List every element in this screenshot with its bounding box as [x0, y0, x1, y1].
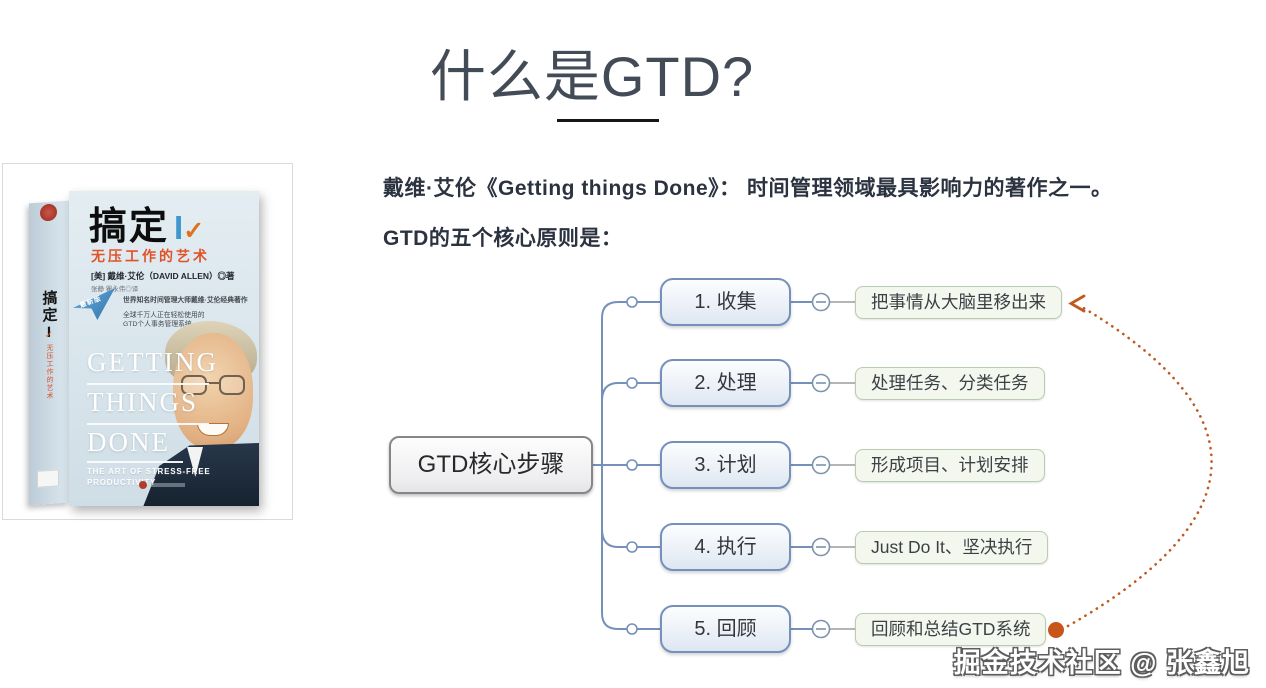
collapse-minus-icons[interactable] [811, 292, 831, 639]
publisher-stamp-icon [40, 203, 57, 222]
loop-start-dot-icon [1048, 622, 1064, 638]
check-icon: ✓ [183, 217, 205, 245]
glasses-icon [181, 375, 245, 397]
english-title-rule [87, 383, 209, 385]
book-volume: I [174, 209, 184, 246]
book-title: 搞定 [89, 206, 170, 248]
book-subtitle: 无压工作的艺术 [91, 248, 210, 264]
mindmap-step-node-4[interactable]: 4. 执行 [660, 523, 791, 571]
english-title-line-1: GETTING [87, 347, 218, 377]
book-author: [美] 戴维·艾伦（DAVID ALLEN）◎著 [91, 271, 235, 281]
mindmap-step-node-2[interactable]: 2. 处理 [660, 359, 791, 407]
book-tagline-1: 世界知名时间管理大师戴维·艾伦经典著作 [123, 297, 248, 304]
title-underline [557, 119, 659, 122]
spine-check-icon: ✓ [44, 329, 54, 342]
mindmap-detail-node-3[interactable]: 形成项目、计划安排 [855, 449, 1045, 482]
detail-lines [830, 301, 855, 630]
intro-text: 戴维·艾伦《Getting things Done》： 时间管理领域最具影响力的… [383, 177, 1113, 200]
publisher-mark [139, 480, 199, 489]
book-tagline-3: GTD个人事务管理系统 [123, 321, 192, 328]
watermark: 掘金技术社区 @ 张鑫旭 [953, 648, 1250, 678]
mindmap-step-node-3[interactable]: 3. 计划 [660, 441, 791, 489]
loop-arrowhead-icon [1068, 294, 1086, 313]
spine-subtitle: 无压工作的艺术 [46, 343, 53, 401]
mindmap-detail-node-5[interactable]: 回顾和总结GTD系统 [855, 613, 1047, 646]
page-title: 什么是GTD? [429, 45, 755, 108]
branch-dot-icons [626, 296, 638, 635]
english-title-line-3: DONE [87, 427, 170, 457]
principles-text: GTD的五个核心原则是： [383, 227, 623, 250]
mindmap-detail-node-1[interactable]: 把事情从大脑里移出来 [855, 286, 1062, 319]
mindmap-root-node[interactable]: GTD核心步骤 [389, 436, 593, 494]
english-title-rule [87, 461, 183, 463]
english-title-rule [87, 423, 209, 425]
mindmap-step-node-5[interactable]: 5. 回顾 [660, 605, 791, 653]
mindmap-step-node-1[interactable]: 1. 收集 [660, 278, 791, 326]
book-translator: 张静 瞿永伟◎译 [91, 286, 139, 293]
book-spine: 搞定I ✓ 无压工作的艺术 [29, 200, 69, 506]
mindmap-detail-node-2[interactable]: 处理任务、分类任务 [855, 367, 1045, 400]
english-title-line-2: THINGS [87, 387, 198, 417]
book-tagline-2: 全球千万人正在轻松使用的 [123, 312, 205, 319]
english-subtitle-2: PRODUCTIVITY [87, 478, 157, 487]
review-loop-arrow [1048, 294, 1213, 638]
english-subtitle-1: THE ART OF STRESS-FREE [87, 467, 211, 476]
mindmap-detail-node-4[interactable]: Just Do It、坚决执行 [855, 531, 1049, 564]
spine-bottom-label [37, 469, 59, 488]
